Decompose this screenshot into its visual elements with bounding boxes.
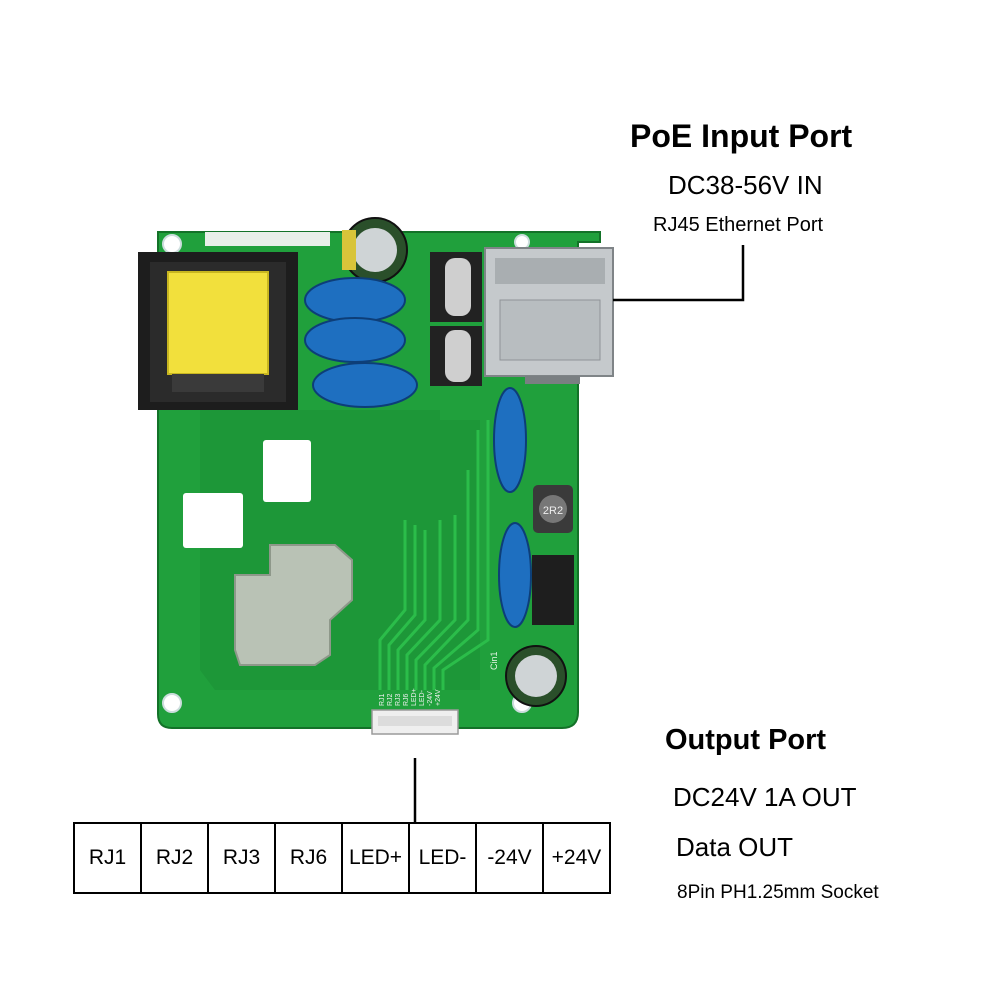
silk-label: -24V xyxy=(427,691,434,706)
output-capacitor: Cin1 xyxy=(489,645,567,707)
cap-marking: Cin1 xyxy=(489,651,499,670)
silk-label: LED- xyxy=(419,689,426,706)
input-voltage-label: DC38-56V IN xyxy=(668,170,823,200)
silk-label: RJ1 xyxy=(379,693,386,706)
silk-label: RJ6 xyxy=(403,693,410,706)
signal-traces xyxy=(378,420,490,690)
input-port-title: PoE Input Port xyxy=(630,118,853,154)
silk-pin-labels: RJ1 RJ2 RJ3 RJ6 LED+ LED- -24V +24V xyxy=(379,688,442,706)
pin-cell: +24V xyxy=(542,822,611,894)
silk-label: RJ2 xyxy=(387,693,394,706)
input-leader-line xyxy=(613,245,745,302)
output-port-title: Output Port xyxy=(665,724,827,756)
choke xyxy=(430,252,482,386)
power-inductor: 2R2 xyxy=(533,485,573,533)
pin-cell: LED+ xyxy=(341,822,410,894)
output-connector-label: 8Pin PH1.25mm Socket xyxy=(677,882,879,903)
input-connector-label: RJ45 Ethernet Port xyxy=(653,214,824,236)
silk-label: +24V xyxy=(435,689,442,706)
rj45-jack xyxy=(484,247,614,384)
pin-cell: LED- xyxy=(408,822,477,894)
pinout-table: RJ1 RJ2 RJ3 RJ6 LED+ LED- -24V +24V xyxy=(73,822,611,894)
tinned-pad xyxy=(234,544,353,666)
silk-label: RJ3 xyxy=(395,693,402,706)
pinout-row: RJ1 RJ2 RJ3 RJ6 LED+ LED- -24V +24V xyxy=(73,822,611,894)
output-power-label: DC24V 1A OUT xyxy=(673,782,857,812)
pin-cell: RJ3 xyxy=(207,822,276,894)
pin-cell: RJ1 xyxy=(73,822,142,894)
pin-cell: RJ2 xyxy=(140,822,209,894)
pin-cell: -24V xyxy=(475,822,544,894)
board-cutout xyxy=(183,493,243,548)
schottky-diode xyxy=(532,555,574,625)
board-cutout xyxy=(263,440,311,502)
ph125-socket xyxy=(371,709,459,735)
silk-label: LED+ xyxy=(411,688,418,706)
inductor-marking: 2R2 xyxy=(543,505,563,517)
silk-strip xyxy=(205,232,330,246)
y-capacitor xyxy=(304,277,532,628)
transformer xyxy=(138,252,298,410)
output-data-label: Data OUT xyxy=(676,832,794,862)
electrolytic-capacitor xyxy=(342,217,408,283)
pin-cell: RJ6 xyxy=(274,822,343,894)
